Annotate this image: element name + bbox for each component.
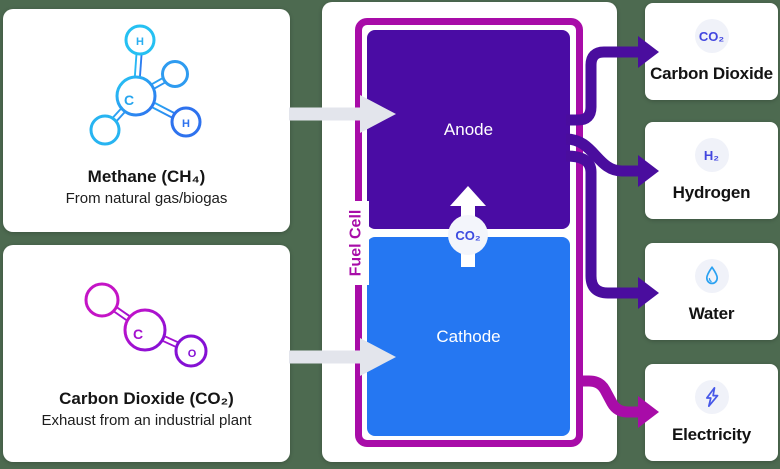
co2-o-label: O (188, 348, 197, 360)
co2-c-label: C (133, 326, 143, 342)
output-card-carbon-dioxide: CO₂ Carbon Dioxide (645, 3, 778, 100)
cathode-label: Cathode (436, 326, 501, 346)
methane-input-card: H H C Methane (CH₄) From natural gas/bio… (3, 9, 290, 232)
co2-input-card: C O Carbon Dioxide (CO₂) Exhaust from an… (3, 245, 290, 462)
methane-molecule-icon: H H C (89, 24, 202, 146)
output-title-hydrogen: Hydrogen (672, 183, 751, 202)
anode-box: Anode (367, 30, 570, 229)
output-card-hydrogen: H₂ Hydrogen (645, 122, 778, 219)
co2-input-title: Carbon Dioxide (CO₂) (59, 389, 234, 408)
anode-label: Anode (443, 119, 494, 139)
cathode-box: Cathode (367, 237, 570, 436)
output-card-water: Water (645, 243, 778, 340)
lightning-bolt-icon (694, 380, 729, 414)
methane-c-label: C (124, 92, 134, 108)
output-title-electricity: Electricity (671, 425, 752, 444)
co2-badge-icon: CO₂ (694, 19, 729, 53)
co2-molecule-icon: C O (84, 282, 208, 368)
methane-h-right-label: H (182, 118, 190, 130)
output-title-carbon-dioxide: Carbon Dioxide (650, 64, 773, 83)
methane-title: Methane (CH₄) (87, 167, 206, 186)
co2-input-subtitle: Exhaust from an industrial plant (41, 412, 252, 429)
methane-h-top-label: H (136, 36, 144, 48)
output-title-water: Water (688, 304, 735, 323)
h2-badge-icon: H₂ (694, 138, 729, 172)
water-droplet-icon (694, 259, 729, 293)
methane-subtitle: From natural gas/biogas (65, 190, 228, 207)
output-card-electricity: Electricity (645, 364, 778, 461)
fuel-cell-label: Fuel Cell (343, 201, 369, 285)
